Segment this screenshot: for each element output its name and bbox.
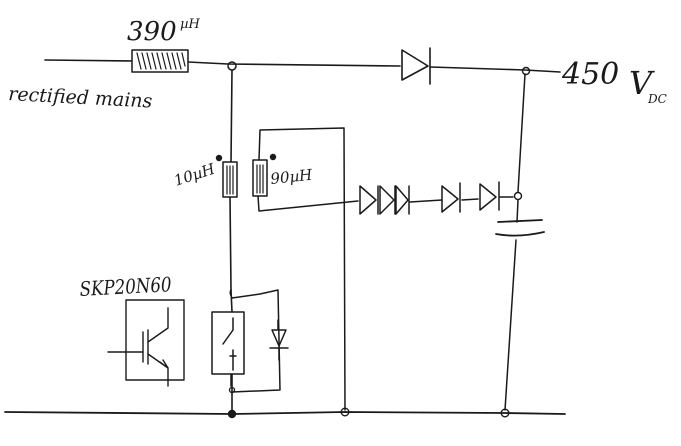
diode-chain bbox=[359, 181, 514, 215]
diode-icon bbox=[379, 185, 396, 215]
node-top-right bbox=[521, 66, 531, 76]
choke-value-label: 390 bbox=[127, 17, 177, 47]
right-branch bbox=[504, 73, 526, 411]
input-label: rectified mains bbox=[8, 83, 153, 113]
node-switch-low bbox=[228, 386, 236, 394]
primary-inductance-label: 10µH bbox=[172, 159, 218, 189]
diode-icon bbox=[395, 185, 410, 215]
secondary-inductance-label: 90µH bbox=[270, 166, 314, 188]
input-choke: 390 µH bbox=[127, 17, 200, 73]
secondary-loop bbox=[257, 127, 359, 411]
inductor-icon bbox=[131, 49, 189, 73]
capacitor-icon bbox=[495, 219, 545, 237]
node-bottom-mid bbox=[340, 407, 350, 417]
module-symbol: SKP20N60 bbox=[79, 272, 185, 387]
igbt-icon bbox=[107, 299, 185, 387]
coupled-inductor-primary: 10µH bbox=[172, 154, 238, 198]
dot-marker-icon bbox=[269, 153, 277, 161]
node-top-left bbox=[227, 61, 237, 71]
output-subscript-label: DC bbox=[647, 92, 667, 106]
node-bottom-left bbox=[227, 409, 237, 419]
diode-icon bbox=[441, 182, 461, 213]
output-voltage-label: 450 bbox=[561, 57, 619, 92]
diode-icon bbox=[479, 181, 500, 211]
dot-marker-icon bbox=[215, 154, 223, 162]
diode-icon bbox=[359, 185, 379, 215]
module-label: SKP20N60 bbox=[79, 272, 172, 301]
coupled-inductor-secondary: 90µH bbox=[252, 153, 314, 197]
diode-icon bbox=[269, 319, 289, 361]
switch-icon bbox=[211, 311, 245, 375]
inductor-icon bbox=[222, 161, 238, 198]
output-label: 450 V DC bbox=[561, 57, 667, 106]
node-bottom-right bbox=[500, 408, 510, 418]
choke-unit-label: µH bbox=[180, 17, 200, 32]
output-unit-label: V bbox=[629, 64, 655, 102]
node-diode-junction bbox=[513, 191, 523, 201]
diode-icon bbox=[401, 47, 431, 85]
switch-block bbox=[211, 289, 289, 393]
bottom-rail bbox=[4, 411, 566, 415]
inductor-icon bbox=[252, 159, 268, 197]
top-rail bbox=[44, 59, 561, 73]
